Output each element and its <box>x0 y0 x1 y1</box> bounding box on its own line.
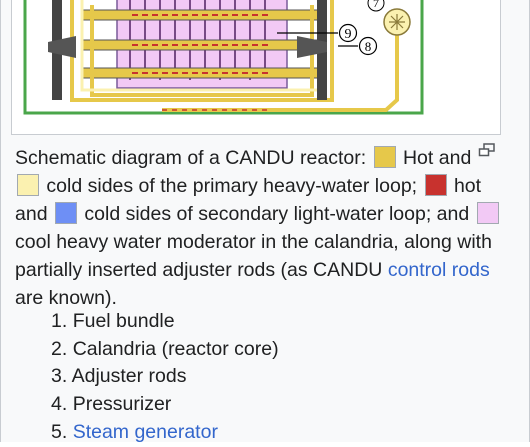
pump-spokes <box>389 14 405 30</box>
legend-text: Adjuster rods <box>71 365 187 388</box>
reactor-schematic-svg: 9 8 7 <box>23 0 424 115</box>
magnify-icon[interactable] <box>478 143 496 157</box>
caption-hot-label: Hot <box>402 147 434 169</box>
caption-end-text: are known). <box>15 287 117 309</box>
legend-item-calandria: 2. Calandria (reactor core) <box>51 336 279 364</box>
legend-text: Pressurizer <box>72 393 172 416</box>
legend-text: Fuel bundle <box>72 310 175 332</box>
legend-item-fuel-bundle: 1. Fuel bundle <box>51 308 279 336</box>
adjuster-rods <box>129 0 266 80</box>
component-legend-list: 1. Fuel bundle 2. Calandria (reactor cor… <box>51 308 279 447</box>
control-rods-link[interactable]: control rods <box>387 259 490 281</box>
legend-number: 2. <box>51 337 68 360</box>
legend-item-adjuster-rods: 3. Adjuster rods <box>51 363 279 391</box>
primary-hot-swatch <box>373 146 396 168</box>
legend-text: Calandria (reactor core) <box>72 337 279 360</box>
caption-primary-loop-text: cold sides of the primary heavy-water lo… <box>46 175 418 197</box>
callout-9-number: 9 <box>345 27 352 42</box>
caption-and-label: and <box>438 147 472 169</box>
primary-cold-swatch <box>17 174 39 196</box>
containment-outline <box>23 0 424 115</box>
fuelling-machines <box>48 0 327 100</box>
fuel-channels <box>81 9 323 79</box>
steam-generator-pipe <box>162 20 399 112</box>
caption-hot-and-label: hot and <box>15 175 482 225</box>
caption-intro: Schematic diagram of a CANDU reactor: <box>15 147 367 169</box>
secondary-cold-swatch <box>54 202 77 224</box>
reactor-schematic-image[interactable]: 9 8 7 <box>11 0 501 135</box>
moderator-swatch <box>476 202 499 224</box>
callout-9-circle <box>338 23 358 43</box>
legend-number: 5. <box>51 420 68 443</box>
callout-8-number: 8 <box>365 39 372 54</box>
legend-number: 4. <box>51 393 68 416</box>
secondary-hot-swatch <box>424 174 447 196</box>
caption-secondary-loop-text: cold sides of secondary light-water loop… <box>84 203 470 225</box>
steam-generator-link[interactable]: Steam generator <box>72 420 218 443</box>
legend-number: 1. <box>51 310 68 332</box>
legend-item-steam-generator: 5. Steam generator <box>51 419 279 447</box>
callout-8-circle <box>358 36 378 56</box>
legend-number: 3. <box>51 365 68 388</box>
callout-7-circle <box>367 0 385 12</box>
callout-7-number: 7 <box>373 0 379 10</box>
caption-moderator-text: cool heavy water moderator in the caland… <box>15 231 492 281</box>
legend-item-pressurizer: 4. Pressurizer <box>51 391 279 419</box>
figure-caption: Schematic diagram of a CANDU reactor: Ho… <box>15 144 501 312</box>
